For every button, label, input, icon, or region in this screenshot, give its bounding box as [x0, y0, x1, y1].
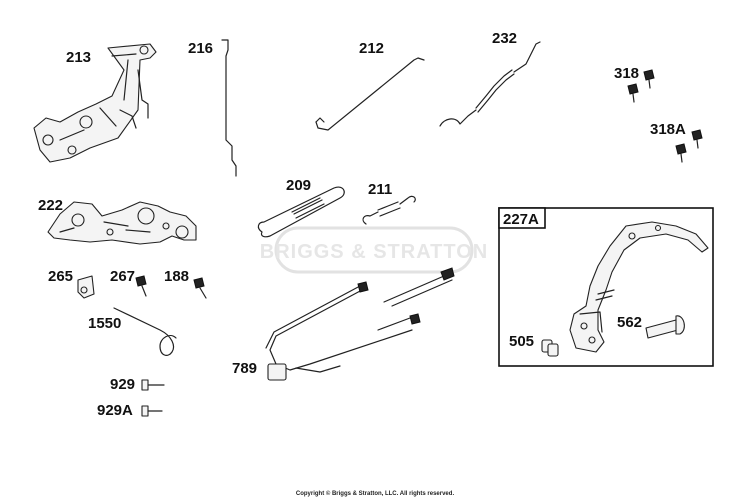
label-789: 789	[232, 360, 257, 377]
part-211-spring[interactable]	[362, 195, 416, 225]
label-213: 213	[66, 49, 91, 66]
label-562: 562	[617, 314, 642, 331]
label-929a: 929A	[97, 402, 133, 419]
label-267: 267	[110, 268, 135, 285]
copyright-notice: Copyright © Briggs & Stratton, LLC. All …	[295, 491, 455, 497]
part-188-screw[interactable]	[193, 277, 207, 299]
label-318: 318	[614, 65, 639, 82]
part-213-control-bracket[interactable]	[33, 43, 157, 163]
label-216: 216	[188, 40, 213, 57]
kit-227a-box[interactable]	[498, 207, 714, 367]
part-318-screws[interactable]	[627, 69, 655, 103]
part-562-bolt[interactable]	[645, 315, 685, 339]
label-211: 211	[368, 181, 392, 198]
label-929: 929	[110, 376, 135, 393]
label-232: 232	[492, 30, 517, 47]
label-209: 209	[286, 177, 311, 194]
part-212-throttle-link[interactable]	[315, 57, 425, 131]
label-1550: 1550	[88, 315, 121, 332]
label-318a: 318A	[650, 121, 686, 138]
part-209-spring[interactable]	[257, 186, 345, 238]
label-222: 222	[38, 197, 63, 214]
part-505-nuts[interactable]	[541, 339, 559, 357]
part-265-clamp[interactable]	[77, 275, 95, 299]
part-267-screw[interactable]	[135, 275, 147, 297]
part-232-governor-spring[interactable]	[439, 41, 541, 127]
part-929a-bolt[interactable]	[141, 405, 163, 417]
label-227a: 227A	[503, 211, 539, 228]
part-222-control-assembly[interactable]	[47, 201, 197, 245]
part-789-wire-harness[interactable]	[265, 267, 455, 381]
label-265: 265	[48, 268, 73, 285]
brand-watermark-logo: BRIGGS & STRATTON	[260, 226, 488, 274]
svg-text:BRIGGS & STRATTON: BRIGGS & STRATTON	[260, 241, 488, 263]
label-505: 505	[509, 333, 534, 350]
part-318a-screws[interactable]	[675, 129, 703, 163]
label-188: 188	[164, 268, 189, 285]
part-227a-bracket[interactable]	[569, 221, 709, 353]
part-1550-wire-loop[interactable]	[113, 307, 177, 356]
part-216-link-rod[interactable]	[221, 39, 237, 177]
label-212: 212	[359, 40, 384, 57]
part-929-bolt[interactable]	[141, 379, 165, 391]
